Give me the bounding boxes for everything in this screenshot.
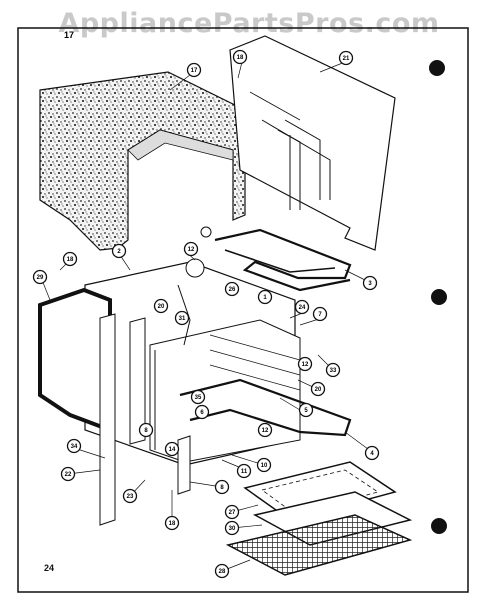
callout-2: 2	[111, 243, 127, 259]
callout-label: 7	[318, 312, 322, 318]
page-border	[17, 27, 469, 593]
callout-21: 21	[338, 50, 354, 66]
callout-7: 7	[312, 306, 328, 322]
callout-27: 27	[224, 504, 240, 520]
callout-26: 26	[224, 281, 240, 297]
callout-35: 35	[190, 389, 206, 405]
callout-4: 4	[364, 445, 380, 461]
callout-label: 24	[299, 305, 306, 311]
callout-label: 21	[343, 56, 350, 62]
front-frame	[99, 313, 191, 526]
callout-28: 28	[214, 563, 230, 579]
rear-panel	[229, 35, 396, 251]
callout-5: 5	[298, 402, 314, 418]
callout-label: 33	[330, 368, 337, 374]
watermark: AppliancePartsPros.com	[58, 8, 440, 39]
oven-rack	[225, 514, 413, 576]
callout-24: 24	[294, 299, 310, 315]
callout-label: 35	[195, 395, 202, 401]
callout-label: 12	[262, 428, 269, 434]
callout-label: 34	[71, 444, 78, 450]
callout-label: 26	[229, 287, 236, 293]
callout-label: 20	[315, 387, 322, 393]
callout-label: 8	[144, 428, 148, 434]
callout-31: 31	[174, 310, 190, 326]
callout-20: 20	[310, 381, 326, 397]
callout-label: 4	[370, 451, 374, 457]
callout-18: 18	[62, 251, 78, 267]
page-number: 24	[44, 563, 55, 573]
callout-label: 22	[65, 472, 72, 478]
callout-label: 6	[200, 410, 204, 416]
bake-element	[179, 378, 352, 437]
callout-8: 8	[138, 422, 154, 438]
callout-label: 2	[117, 249, 121, 255]
callout-1: 1	[257, 289, 273, 305]
callout-34: 34	[66, 438, 82, 454]
insulation-blanket	[39, 71, 246, 251]
binder-hole-top	[429, 60, 445, 76]
callout-label: 29	[37, 275, 44, 281]
callout-18: 18	[164, 515, 180, 531]
callout-12: 12	[297, 356, 313, 372]
callout-label: 28	[219, 569, 226, 575]
callout-label: 12	[302, 362, 309, 368]
callout-label: 3	[368, 281, 372, 287]
callout-label: 18	[237, 55, 244, 61]
callout-label: 10	[261, 463, 268, 469]
callout-8: 8	[214, 479, 230, 495]
callout-label: 23	[127, 494, 134, 500]
binder-hole-bottom	[431, 518, 447, 534]
callout-22: 22	[60, 466, 76, 482]
binder-hole-middle	[431, 289, 447, 305]
callout-label: 1	[263, 295, 267, 301]
callout-label: 31	[179, 316, 186, 322]
callout-18: 18	[232, 49, 248, 65]
callout-11: 11	[236, 463, 252, 479]
callout-label: 5	[304, 408, 308, 414]
callout-12: 12	[183, 241, 199, 257]
header-fragment: 17	[64, 30, 74, 40]
callout-30: 30	[224, 520, 240, 536]
callout-label: 27	[229, 510, 236, 516]
callout-29: 29	[32, 269, 48, 285]
callout-3: 3	[362, 275, 378, 291]
callout-6: 6	[194, 404, 210, 420]
callout-label: 20	[158, 304, 165, 310]
broil-element	[200, 226, 352, 292]
callout-label: 18	[67, 257, 74, 263]
callout-label: 30	[229, 526, 236, 532]
callout-label: 18	[169, 521, 176, 527]
callout-10: 10	[256, 457, 272, 473]
callout-label: 14	[169, 447, 176, 453]
callout-23: 23	[122, 488, 138, 504]
callout-label: 8	[220, 485, 224, 491]
callout-14: 14	[164, 441, 180, 457]
callout-label: 11	[241, 469, 248, 475]
callout-17: 17	[186, 62, 202, 78]
callout-12: 12	[257, 422, 273, 438]
callout-20: 20	[153, 298, 169, 314]
callout-label: 12	[188, 247, 195, 253]
callout-label: 17	[191, 68, 198, 74]
broil-pan	[243, 461, 397, 521]
callout-33: 33	[325, 362, 341, 378]
